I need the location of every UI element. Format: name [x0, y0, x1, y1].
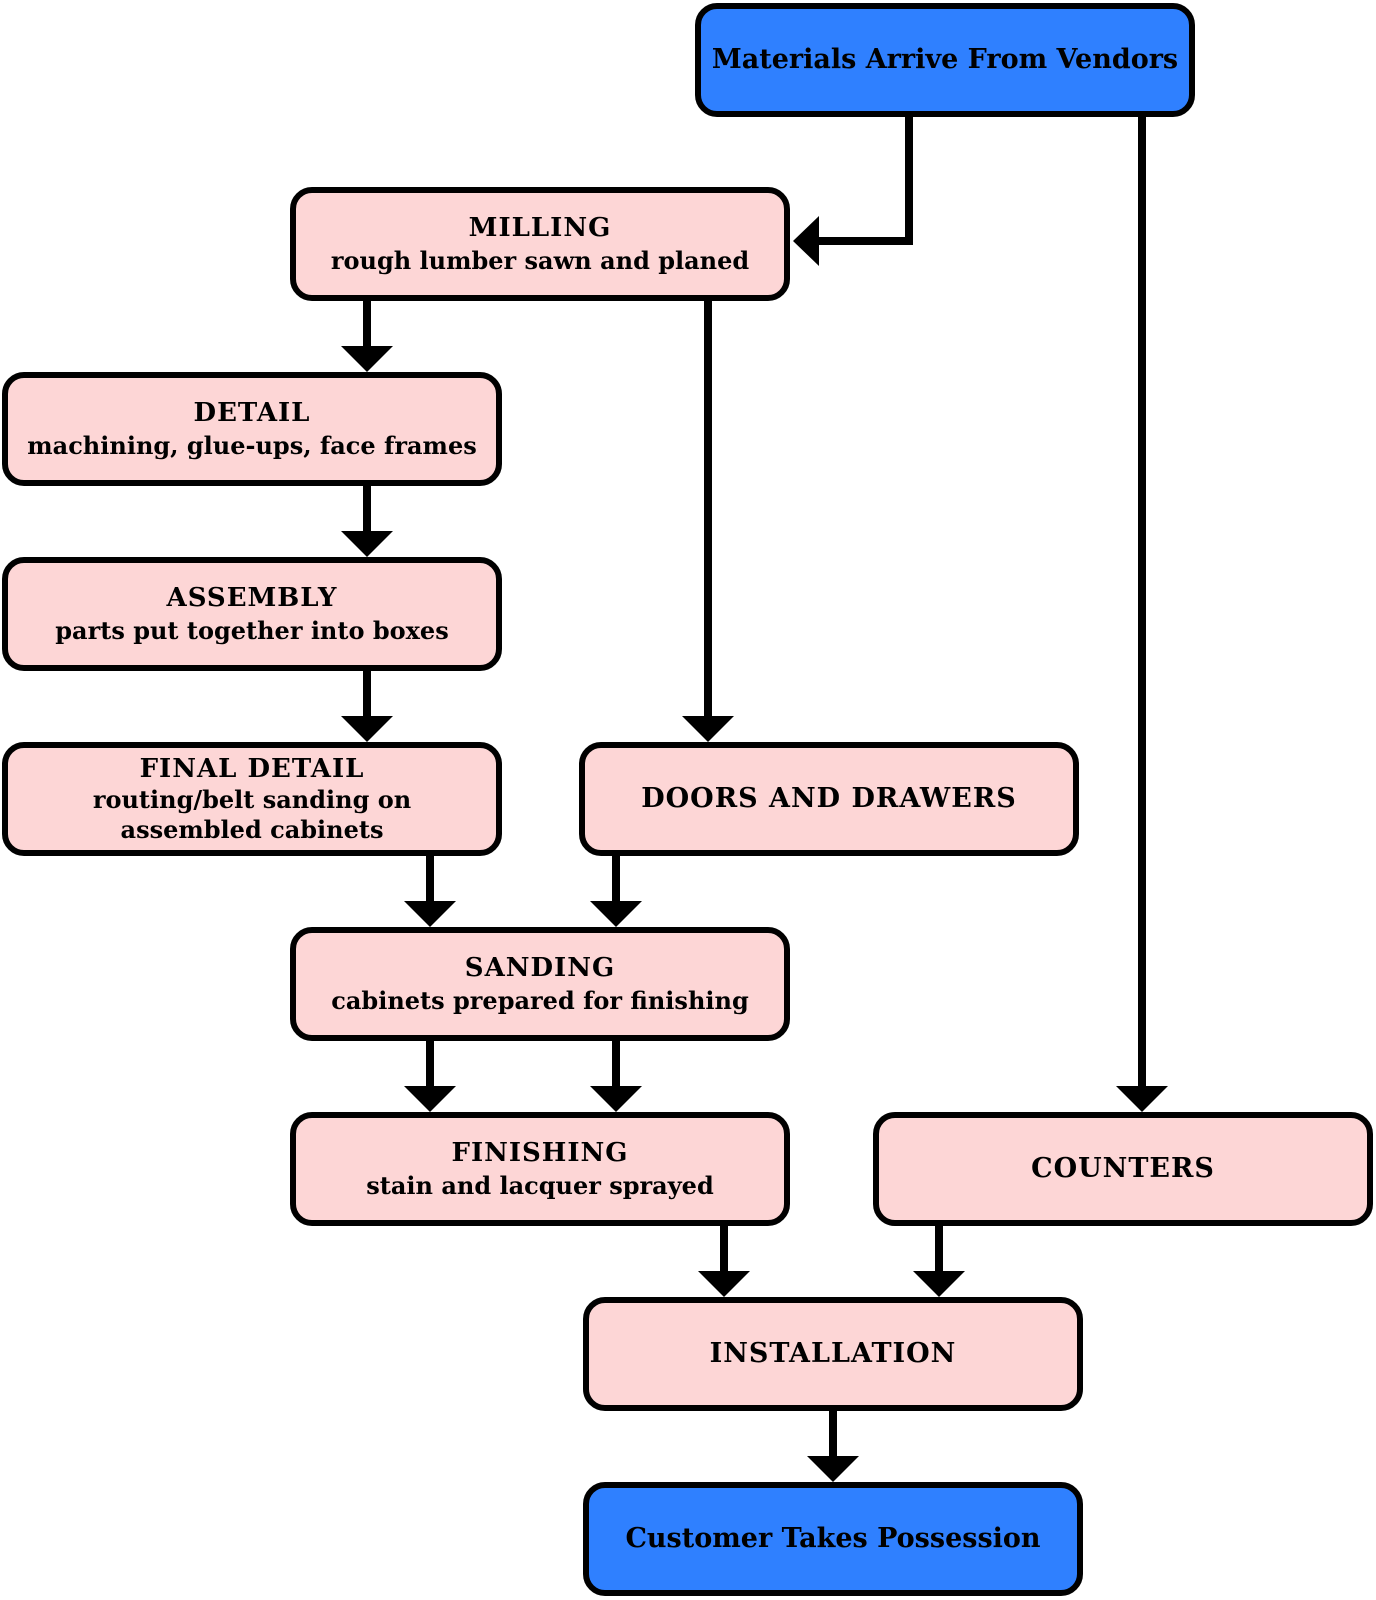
counters-node: COUNTERS [873, 1112, 1373, 1226]
detail-node: DETAIL machining, glue-ups, face frames [2, 372, 502, 486]
arrowhead-finishing-in-left [404, 1086, 456, 1112]
final-detail-description-line-1: routing/belt sanding on [92, 785, 412, 815]
milling-title: MILLING [468, 213, 612, 244]
counters-title: COUNTERS [1031, 1153, 1215, 1185]
final-detail-description-line-2: assembled cabinets [120, 815, 384, 845]
detail-title: DETAIL [193, 398, 311, 429]
arrowhead-sanding-in-right [590, 901, 642, 927]
doors-and-drawers-node: DOORS AND DRAWERS [579, 742, 1079, 856]
doors-and-drawers-title: DOORS AND DRAWERS [641, 783, 1017, 815]
detail-description: machining, glue-ups, face frames [27, 430, 477, 460]
assembly-node: ASSEMBLY parts put together into boxes [2, 557, 502, 671]
customer-title: Customer Takes Possession [625, 1523, 1041, 1555]
finishing-node: FINISHING stain and lacquer sprayed [290, 1112, 790, 1226]
sanding-node: SANDING cabinets prepared for finishing [290, 927, 790, 1041]
assembly-description: parts put together into boxes [55, 615, 449, 645]
final-detail-node: FINAL DETAIL routing/belt sanding on ass… [2, 742, 502, 856]
arrowhead-detail-in [341, 346, 393, 372]
arrowhead-finishing-in-right [590, 1086, 642, 1112]
finishing-title: FINISHING [451, 1138, 629, 1169]
arrowhead-customer-in [807, 1456, 859, 1482]
milling-node: MILLING rough lumber sawn and planed [290, 187, 790, 301]
installation-node: INSTALLATION [583, 1297, 1083, 1411]
vendors-title: Materials Arrive From Vendors [711, 44, 1179, 76]
installation-title: INSTALLATION [709, 1338, 957, 1370]
sanding-title: SANDING [464, 953, 616, 984]
arrowhead-installation-in-left [698, 1271, 750, 1297]
finishing-description: stain and lacquer sprayed [366, 1170, 714, 1200]
assembly-title: ASSEMBLY [166, 583, 338, 614]
final-detail-title: FINAL DETAIL [139, 753, 365, 784]
customer-node: Customer Takes Possession [583, 1482, 1083, 1596]
arrowhead-installation-in-right [913, 1271, 965, 1297]
arrowhead-sanding-in-left [404, 901, 456, 927]
sanding-description: cabinets prepared for finishing [331, 985, 749, 1015]
arrowhead-assembly-in [341, 531, 393, 557]
arrowhead-milling-in [793, 216, 819, 266]
arrowhead-doors-in [682, 716, 734, 742]
arrowhead-counters-in [1116, 1086, 1168, 1112]
arrowhead-final-detail-in [341, 716, 393, 742]
edge-vendors-to-milling [819, 117, 913, 245]
vendors-node: Materials Arrive From Vendors [695, 3, 1195, 117]
milling-description: rough lumber sawn and planed [330, 245, 750, 275]
